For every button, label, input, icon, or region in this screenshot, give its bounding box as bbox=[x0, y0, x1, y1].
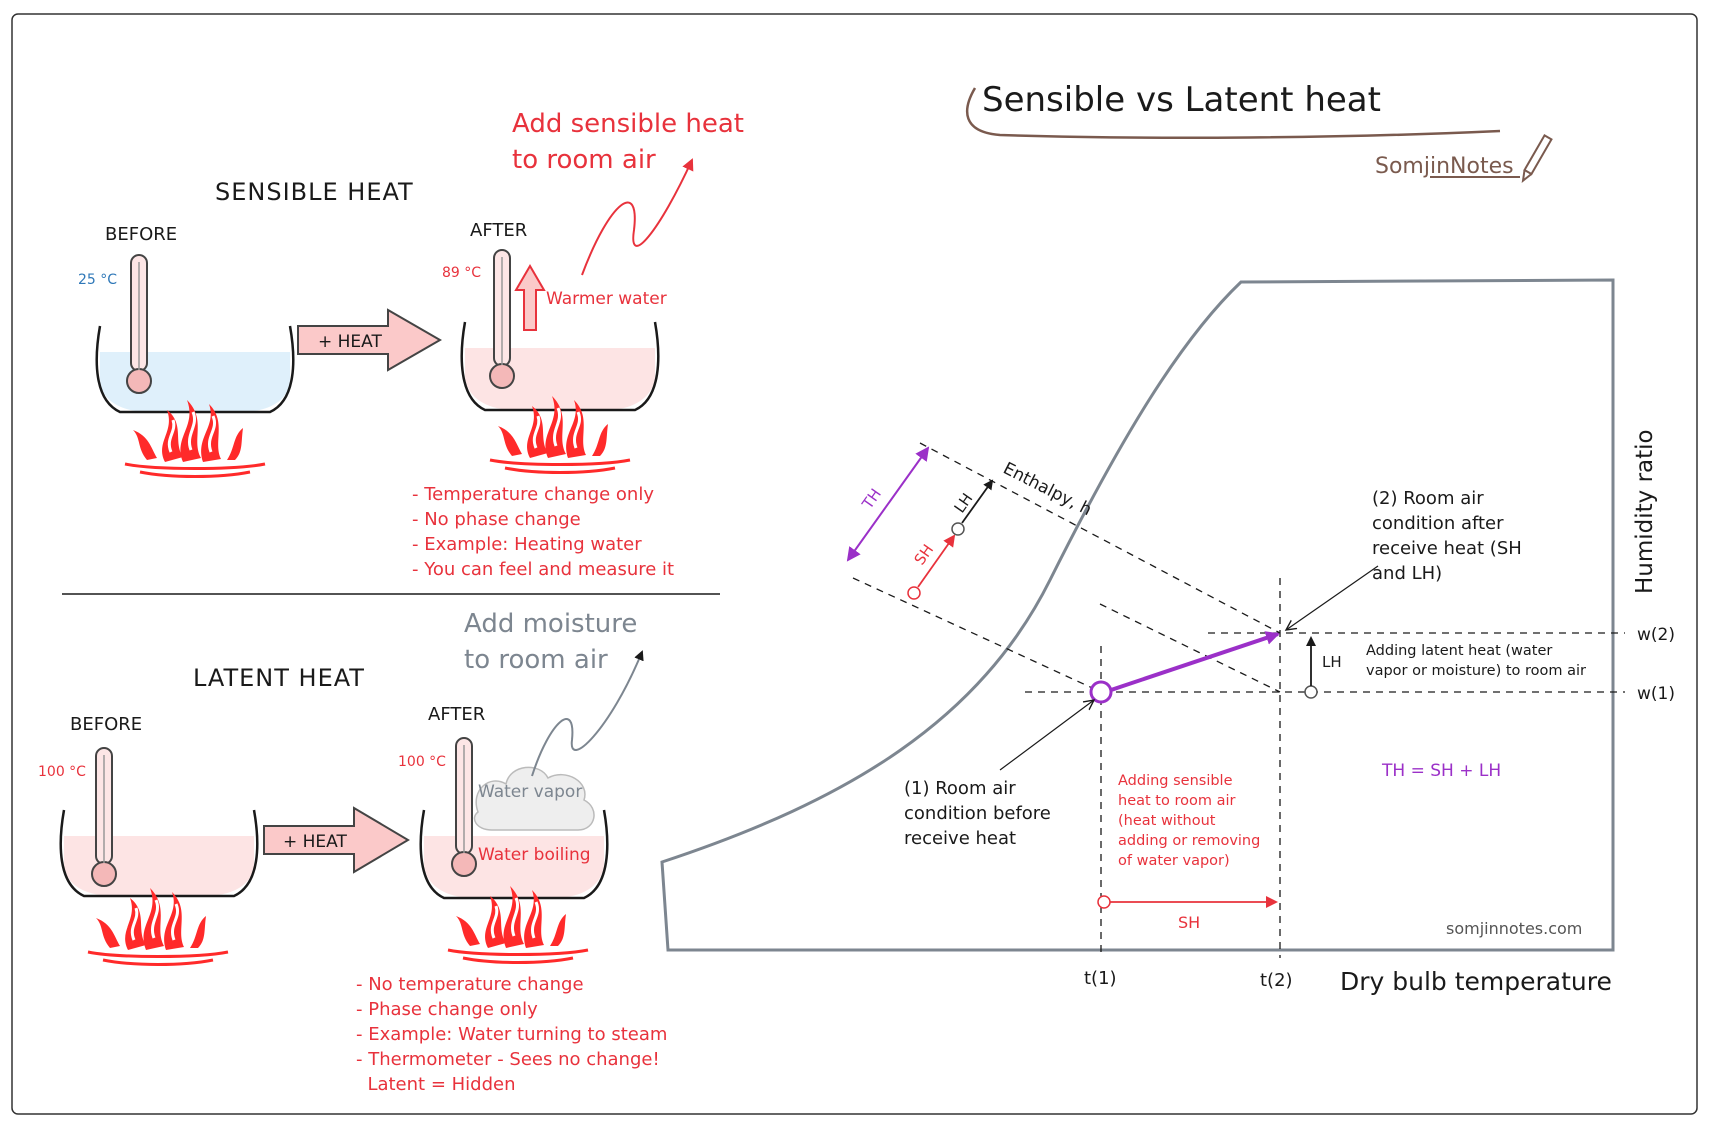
sensible-note: - No phase change bbox=[412, 509, 581, 530]
t1-label: t(1) bbox=[1084, 968, 1117, 989]
enthalpy-label: Enthalpy, h bbox=[1000, 459, 1095, 521]
enthalpy-line-2 bbox=[919, 442, 1281, 634]
psychrometric-chart-outline bbox=[660, 278, 1615, 952]
sh-diagonal-arrow bbox=[917, 534, 956, 588]
point1-label: condition before bbox=[904, 803, 1051, 824]
point1-leader bbox=[999, 700, 1094, 771]
warmer-water-label: Warmer water bbox=[546, 289, 667, 309]
lh-vertical-start bbox=[1304, 685, 1318, 699]
sh-start-marker bbox=[907, 586, 921, 600]
latent-callout-line2: to room air bbox=[464, 645, 608, 675]
page-title: Sensible vs Latent heat bbox=[982, 80, 1381, 120]
sensible-heat-arrow: + HEAT bbox=[297, 308, 443, 372]
latent-after-label: AFTER bbox=[428, 704, 485, 725]
latent-note-line: vapor or moisture) to room air bbox=[1366, 663, 1586, 679]
latent-note: - Example: Water turning to steam bbox=[356, 1024, 667, 1045]
latent-note: Latent = Hidden bbox=[356, 1074, 516, 1095]
page-frame bbox=[11, 13, 1698, 1115]
latent-heat-arrow: + HEAT bbox=[263, 806, 410, 874]
latent-before-label: BEFORE bbox=[70, 714, 142, 735]
lh-diagonal-arrow bbox=[961, 479, 994, 524]
sensible-chart-note: heat to room air bbox=[1118, 793, 1235, 809]
th-arrow bbox=[846, 446, 930, 562]
latent-squiggle-arrow bbox=[531, 650, 644, 777]
sh-horizontal-start bbox=[1097, 895, 1111, 909]
latent-note: - Phase change only bbox=[356, 999, 538, 1020]
lh-vertical-label: LH bbox=[1322, 653, 1342, 671]
process-arrow bbox=[1110, 631, 1280, 692]
sensible-callout-line1: Add sensible heat bbox=[512, 109, 744, 139]
t2-label: t(2) bbox=[1260, 970, 1293, 991]
sensible-note: - You can feel and measure it bbox=[412, 559, 674, 580]
sensible-before-label: BEFORE bbox=[105, 224, 177, 245]
x-axis-label: Dry bulb temperature bbox=[1340, 967, 1612, 996]
latent-before-temp: 100 °C bbox=[38, 764, 86, 780]
sensible-heading: SENSIBLE HEAT bbox=[215, 178, 414, 206]
point1-label: receive heat bbox=[904, 828, 1016, 849]
sensible-chart-note: Adding sensible bbox=[1118, 773, 1233, 789]
sensible-note: - Temperature change only bbox=[412, 484, 654, 505]
sensible-before-pot bbox=[95, 325, 295, 414]
thermometer-icon bbox=[126, 254, 152, 394]
latent-note-line: Adding latent heat (water bbox=[1366, 643, 1552, 659]
sensible-chart-note: of water vapor) bbox=[1118, 853, 1230, 869]
sensible-chart-note: adding or removing bbox=[1118, 833, 1260, 849]
title-underline bbox=[965, 87, 1501, 140]
thermometer-icon bbox=[451, 737, 477, 877]
latent-callout-line1: Add moisture bbox=[464, 609, 637, 639]
point2-label: condition after bbox=[1372, 513, 1504, 534]
thermometer-icon bbox=[489, 249, 515, 389]
latent-after-temp: 100 °C bbox=[398, 754, 446, 770]
point2-leader bbox=[1286, 565, 1379, 630]
sensible-heat-label: + HEAT bbox=[318, 332, 382, 352]
equation-label: TH = SH + LH bbox=[1381, 761, 1501, 781]
sensible-squiggle-arrow bbox=[581, 158, 694, 276]
water-vapor-label: Water vapor bbox=[478, 782, 582, 802]
enthalpy-line-3 bbox=[1099, 603, 1281, 693]
website-label: somjinnotes.com bbox=[1446, 919, 1582, 938]
lh-diagonal-label: LH bbox=[951, 490, 977, 516]
up-arrow-icon bbox=[514, 264, 546, 331]
brand-logo: SomjinNotes bbox=[1375, 154, 1514, 179]
sensible-after-label: AFTER bbox=[470, 220, 527, 241]
th-label: TH bbox=[858, 485, 885, 513]
point2-label: (2) Room air bbox=[1372, 488, 1484, 509]
sensible-after-pot bbox=[460, 321, 660, 412]
sensible-before-temp: 25 °C bbox=[78, 272, 117, 288]
w2-label: w(2) bbox=[1637, 625, 1675, 645]
latent-note: - Thermometer - Sees no change! bbox=[356, 1049, 660, 1070]
latent-note: - No temperature change bbox=[356, 974, 584, 995]
sensible-callout-line2: to room air bbox=[512, 145, 656, 175]
water-boiling-label: Water boiling bbox=[478, 845, 591, 865]
enthalpy-line-1 bbox=[852, 577, 1102, 693]
sh-horizontal-label: SH bbox=[1178, 913, 1200, 932]
flame-icon bbox=[86, 886, 230, 966]
state-point-1 bbox=[1089, 680, 1113, 704]
latent-heat-label: + HEAT bbox=[283, 832, 347, 852]
latent-heading: LATENT HEAT bbox=[193, 664, 365, 692]
thermometer-icon bbox=[91, 747, 117, 887]
y-axis-label: Humidity ratio bbox=[1632, 429, 1658, 594]
w1-label: w(1) bbox=[1637, 684, 1675, 704]
point2-label: and LH) bbox=[1372, 563, 1442, 584]
point1-label: (1) Room air bbox=[904, 778, 1016, 799]
steam-cloud-icon bbox=[473, 766, 595, 831]
sensible-chart-note: (heat without bbox=[1118, 813, 1216, 829]
sensible-note: - Example: Heating water bbox=[412, 534, 642, 555]
lh-start-marker bbox=[951, 522, 965, 536]
latent-before-pot bbox=[59, 809, 259, 898]
sensible-after-temp: 89 °C bbox=[442, 265, 481, 281]
point2-label: receive heat (SH bbox=[1372, 538, 1522, 559]
pencil-icon bbox=[1521, 133, 1553, 183]
